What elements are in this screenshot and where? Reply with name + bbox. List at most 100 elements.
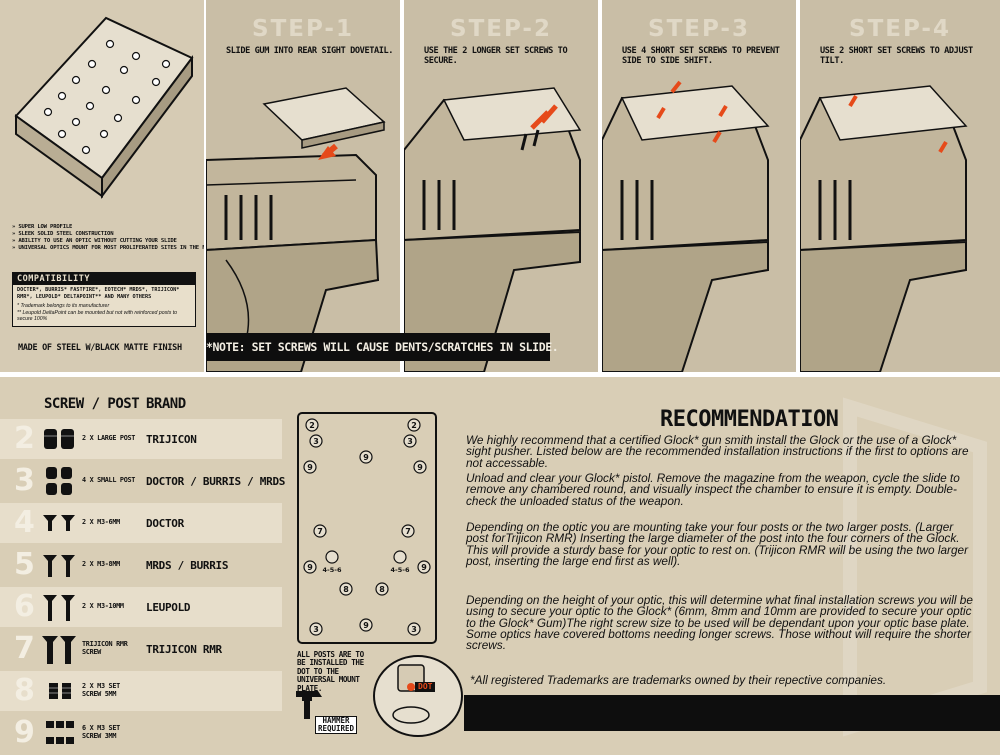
feature-item: Super low profile: [12, 224, 202, 231]
row-number: 4: [14, 505, 35, 540]
compatibility-brands: DOCTER*, BURRIS* FASTFIRE*, EOTECH* MRDS…: [17, 287, 180, 300]
row-description: 2 X M3 SET SCREW 5MM: [82, 682, 120, 698]
row-brand: TRIJICON: [146, 432, 197, 446]
step-title: STEP-1: [252, 16, 354, 42]
row-number: 5: [14, 547, 35, 582]
diagram-label: 3: [313, 625, 319, 634]
step-4-panel: STEP-4 USE 2 SHORT SET SCREWS TO ADJUST …: [798, 0, 1000, 372]
diagram-label: 3: [407, 437, 413, 446]
step-text: SLIDE GUM INTO REAR SIGHT DOVETAIL.: [226, 46, 394, 56]
finish-text: MADE OF STEEL W/BLACK MATTE FINISH: [18, 343, 182, 353]
diagram-label: 3: [313, 437, 319, 446]
row-description: 2 X M3-10MM: [82, 602, 124, 611]
diagram-label: 2: [411, 421, 417, 430]
diagram-hole: [375, 582, 389, 596]
step-title: STEP-3: [648, 16, 750, 42]
row-number: 6: [14, 589, 35, 624]
recommendation-paragraph: Depending on the height of your optic, t…: [466, 593, 973, 653]
compatibility-title: COMPATIBILITY: [13, 273, 195, 285]
diagram-hole: [413, 460, 427, 474]
diagram-label: 7: [405, 527, 411, 536]
row-description: TRIJICON RMR SCREW: [82, 640, 128, 656]
diagram-label: 9: [363, 453, 369, 462]
feature-item: Sleek solid steel construction: [12, 231, 202, 238]
diagram-hole: [407, 418, 421, 432]
step-3-panel: STEP-3 USE 4 SHORT SET SCREWS TO PREVENT…: [600, 0, 796, 372]
set-screw-warning: *NOTE: SET SCREWS WILL CAUSE DENTS/SCRAT…: [206, 333, 559, 361]
row-brand: LEUPOLD: [146, 600, 191, 614]
rmr-screw-icon: [42, 636, 76, 664]
small-post-icon: [46, 467, 72, 495]
table-row: 4 2 X M3-6MM DOCTOR: [0, 503, 282, 543]
pistol-illustration: [602, 80, 770, 372]
diagram-hole: [309, 622, 323, 636]
footer-bar: [464, 695, 1000, 731]
table-row: 9 6 X M3 SET SCREW 3MM: [0, 713, 282, 753]
parts-and-recommendation: SCREW / POST BRAND 2 2 X LARGE POST TRIJ…: [0, 377, 1000, 755]
leupold-note: ** Leupold DeltaPoint can be mounted but…: [17, 309, 178, 323]
diagram-label: 9: [307, 463, 313, 472]
diagram-label: 9: [307, 563, 313, 572]
screw-post-header: SCREW / POST: [44, 396, 140, 412]
diagram-label: 9: [421, 563, 427, 572]
diagram-label: 7: [317, 527, 323, 536]
post-dot-detail: [373, 655, 463, 737]
screw-icon: [43, 595, 75, 621]
diagram-hole: [359, 450, 373, 464]
step-text: USE THE 2 LONGER SET SCREWS TO SECURE.: [424, 46, 568, 66]
diagram-hole: [313, 524, 327, 538]
row-number: 2: [14, 421, 35, 456]
diagram-hole: [303, 560, 317, 574]
product-panel: Super low profile Sleek solid steel cons…: [0, 0, 218, 372]
step-title: STEP-2: [450, 16, 552, 42]
row-description: 2 X LARGE POST: [82, 434, 136, 443]
trademark-disclaimer: *All registered Trademarks are trademark…: [470, 673, 887, 687]
diagram-label: 9: [363, 621, 369, 630]
diagram-label: 4-5-6: [391, 566, 410, 574]
diagram-post-hole: [325, 550, 339, 564]
step-title: STEP-4: [849, 16, 951, 42]
recommendation-paragraph: Depending on the optic you are mounting …: [466, 520, 968, 568]
diagram-hole: [401, 524, 415, 538]
step-2-panel: STEP-2 USE THE 2 LONGER SET SCREWS TO SE…: [402, 0, 598, 372]
feature-item: Ability to use an optic without cutting …: [12, 238, 202, 245]
feature-list: Super low profile Sleek solid steel cons…: [12, 224, 218, 252]
dot-label: DOT: [415, 682, 436, 692]
diagram-hole: [303, 460, 317, 474]
diagram-hole: [407, 622, 421, 636]
pistol-illustration: [800, 85, 968, 372]
mount-plate-illustration: [14, 16, 194, 199]
trademark-note: * Trademark belongs to its manufacturer: [17, 303, 110, 309]
table-row: 8 2 X M3 SET SCREW 5MM: [0, 671, 282, 711]
table-row: 7 TRIJICON RMR SCREW TRIJICON RMR: [0, 629, 282, 669]
row-number: 3: [14, 463, 35, 498]
diagram-label: 2: [309, 421, 315, 430]
table-row: 3 4 X SMALL POST DOCTOR / BURRIS / MRDS: [0, 461, 285, 501]
diagram-hole: [359, 618, 373, 632]
row-description: 2 X M3-8MM: [82, 560, 120, 569]
diagram-label: 8: [379, 585, 385, 594]
diagram-label: 3: [411, 625, 417, 634]
step-1-panel: STEP-1 SLIDE GUM INTO REAR SIGHT DOVETAI…: [204, 0, 400, 372]
diagram-hole: [403, 434, 417, 448]
row-number: 9: [14, 715, 35, 750]
feature-item: Universal optics mount for most prolifer…: [12, 245, 218, 252]
row-brand: MRDS / BURRIS: [146, 558, 229, 572]
row-number: 8: [14, 673, 35, 708]
compatibility-notes: * Trademark belongs to its manufacturer …: [13, 303, 195, 326]
table-row: 2 2 X LARGE POST TRIJICON: [0, 419, 282, 459]
row-number: 7: [14, 631, 35, 666]
diagram-hole: [309, 434, 323, 448]
set-screw-icon: [49, 683, 71, 699]
brand-header: BRAND: [146, 396, 186, 412]
row-brand: TRIJICON RMR: [146, 642, 222, 656]
row-description: 4 X SMALL POST: [82, 476, 136, 485]
diagram-label: 9: [417, 463, 423, 472]
diagram-hole: [417, 560, 431, 574]
step-text: USE 2 SHORT SET SCREWS TO ADJUST TILT.: [820, 46, 973, 66]
table-row: 5 2 X M3-8MM MRDS / BURRIS: [0, 545, 282, 585]
diagram-post-hole: [393, 550, 407, 564]
install-steps-strip: Super low profile Sleek solid steel cons…: [0, 0, 1000, 372]
